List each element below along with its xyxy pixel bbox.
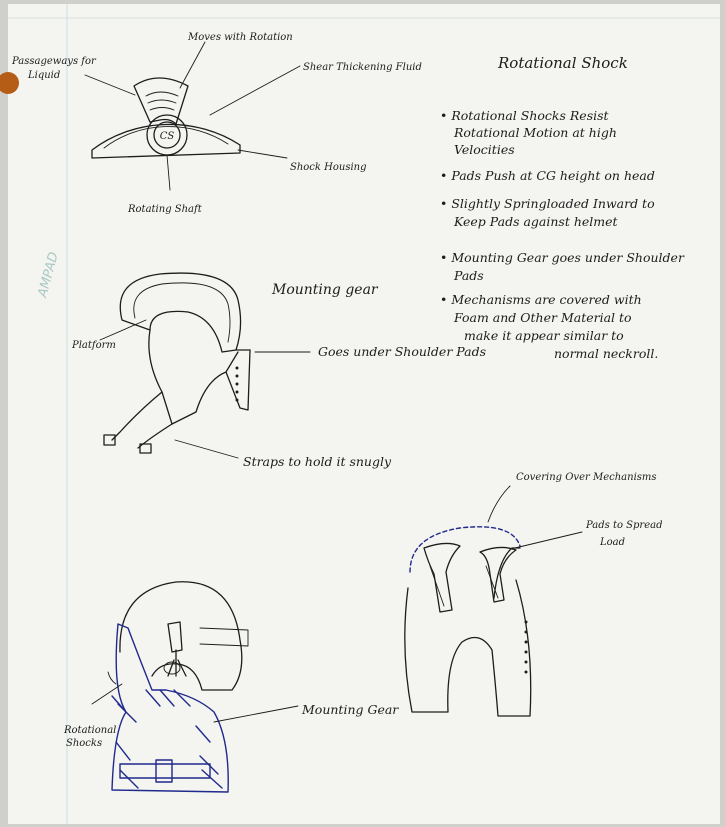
note-5-line-4: normal neckroll. bbox=[554, 346, 658, 361]
goes-under-label: Goes under Shoulder Pads bbox=[318, 344, 486, 359]
note-5-line-1: • Mechanisms are covered with bbox=[440, 292, 642, 307]
note-3-line-2: Keep Pads against helmet bbox=[453, 214, 619, 229]
platform-label: Platform bbox=[71, 340, 116, 351]
pads-label: Pads to Spread bbox=[585, 520, 662, 531]
passageways-label-line2: Liquid bbox=[27, 70, 60, 81]
housing-label: Shock Housing bbox=[290, 162, 367, 173]
note-5-line-2: Foam and Other Material to bbox=[453, 310, 632, 325]
rotational-shocks-label: Rotational bbox=[63, 725, 116, 736]
moves-label: Moves with Rotation bbox=[187, 32, 293, 43]
page-title: Rotational Shock bbox=[497, 54, 628, 72]
note-1-line-1: • Rotational Shocks Resist bbox=[440, 108, 610, 123]
passageways-label: Passageways for bbox=[11, 56, 97, 67]
note-2-line-1: • Pads Push at CG height on head bbox=[440, 168, 655, 183]
hub-label: CS bbox=[160, 131, 175, 142]
rotational-shocks-label-line2: Shocks bbox=[66, 738, 102, 749]
mounting-gear-label: Mounting Gear bbox=[301, 702, 399, 717]
covering-label: Covering Over Mechanisms bbox=[516, 472, 657, 483]
note-4-line-1: • Mounting Gear goes under Shoulder bbox=[440, 250, 685, 265]
straps-label: Straps to hold it snugly bbox=[243, 454, 392, 469]
note-4-line-2: Pads bbox=[453, 268, 484, 283]
note-1-line-3: Velocities bbox=[454, 142, 515, 157]
shear-label: Shear Thickening Fluid bbox=[303, 62, 422, 73]
shaft-label: Rotating Shaft bbox=[127, 204, 203, 215]
note-3-line-1: • Slightly Springloaded Inward to bbox=[440, 196, 655, 211]
note-1-line-2: Rotational Motion at high bbox=[453, 125, 617, 140]
mounting-gear-title: Mounting gear bbox=[271, 282, 379, 298]
pads-label-line2: Load bbox=[599, 537, 625, 548]
note-5-line-3: make it appear similar to bbox=[464, 328, 624, 343]
